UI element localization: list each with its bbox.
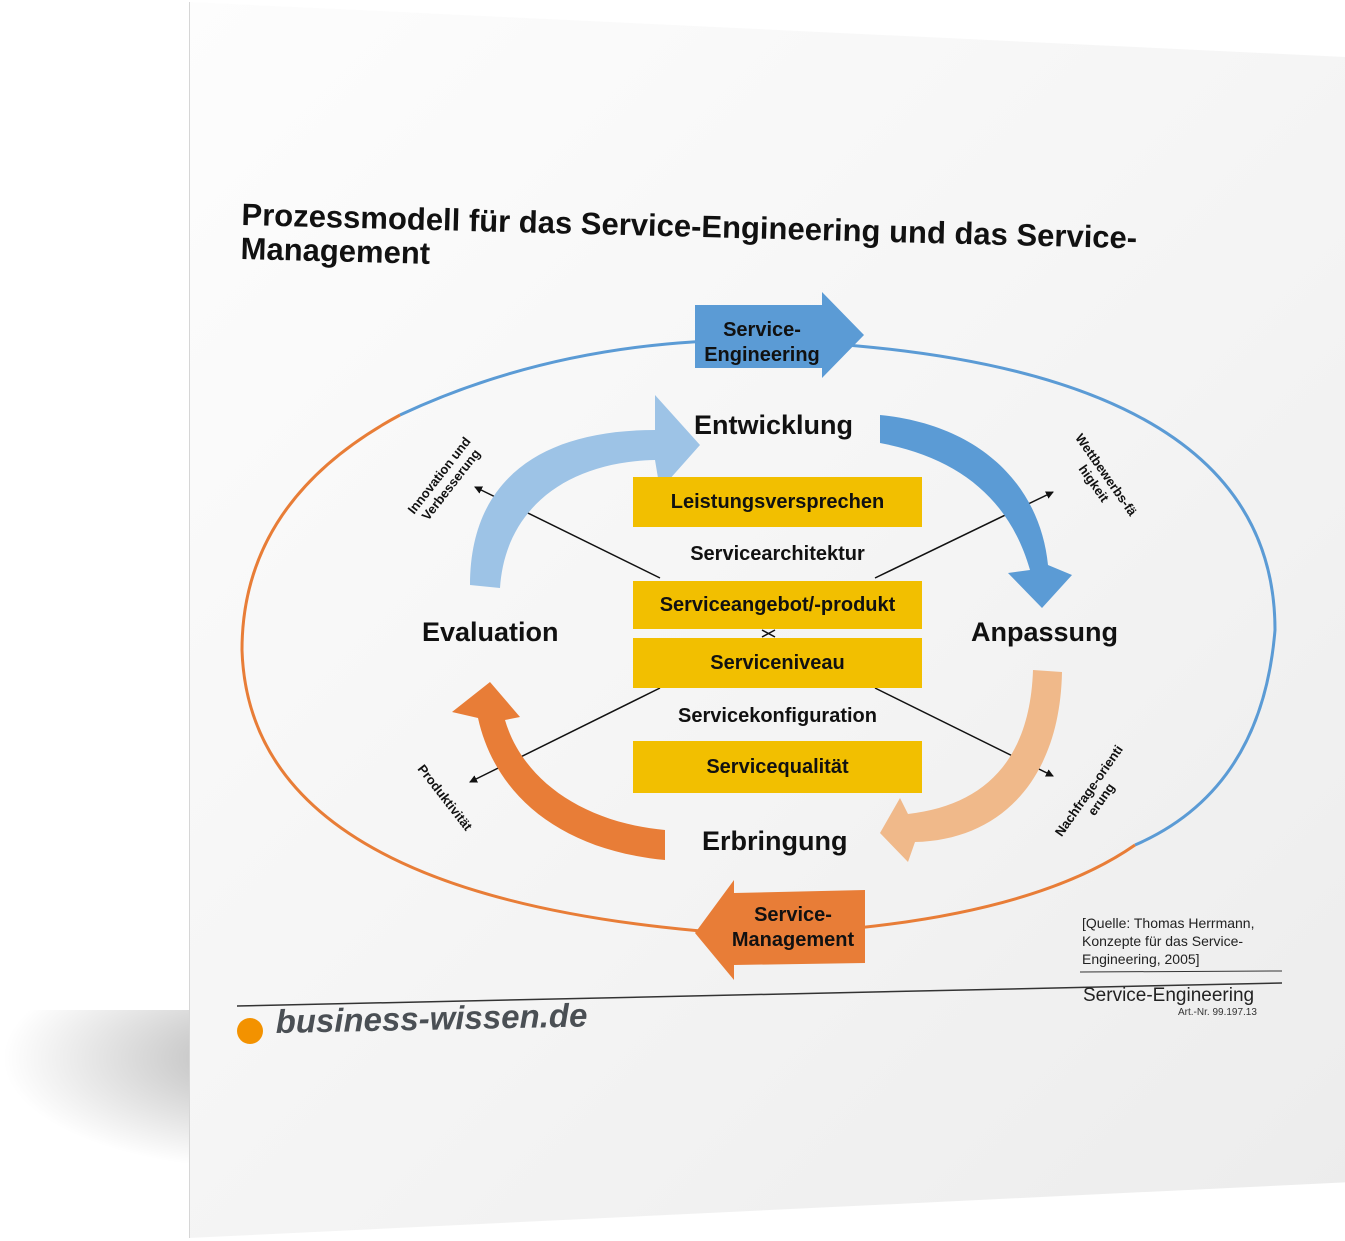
service-engineering-label: Service-Engineering [704, 319, 820, 366]
label-servicearchitektur: Servicearchitektur [690, 543, 865, 565]
brand-logo: business-wissen.de [275, 996, 588, 1041]
label-servicekonfiguration: Servicekonfiguration [678, 705, 877, 727]
arrow-entwicklung-to-anpassung [880, 415, 1072, 608]
service-management-label: Service-Management [731, 904, 855, 951]
stage-evaluation: Evaluation [422, 617, 559, 647]
diagonal-crossing-mark [761, 629, 776, 638]
outer-cycle-orange-arc [240, 413, 1136, 937]
arrow-erbringung-to-evaluation [452, 682, 665, 860]
footer-title: Service-Engineering [1083, 985, 1255, 1006]
arrow-evaluation-to-entwicklung [470, 395, 700, 588]
stage-erbringung: Erbringung [702, 826, 848, 856]
stage-anpassung: Anpassung [971, 617, 1119, 647]
service-management-arrow [695, 880, 865, 980]
arrow-anpassung-to-erbringung [880, 670, 1062, 862]
logo-dot-icon [237, 1018, 263, 1044]
footer-rule-top [1079, 970, 1283, 973]
stage-entwicklung: Entwicklung [694, 410, 854, 440]
article-number: Art.-Nr. 99.197.13 [1178, 1007, 1257, 1018]
box-leistungsversprechen: Leistungsversprechen [633, 477, 922, 527]
service-engineering-arrow [695, 292, 864, 378]
source-citation: [Quelle: Thomas Herrmann, Konzepte für d… [1082, 915, 1255, 967]
outer-cycle-blue-arc [399, 338, 1277, 847]
box-serviceangebot: Serviceangebot/-produkt [633, 581, 922, 629]
box-servicequalitaet: Servicequalität [633, 741, 922, 793]
footer-rule [236, 982, 1283, 1007]
box-serviceniveau: Serviceniveau [633, 638, 922, 688]
